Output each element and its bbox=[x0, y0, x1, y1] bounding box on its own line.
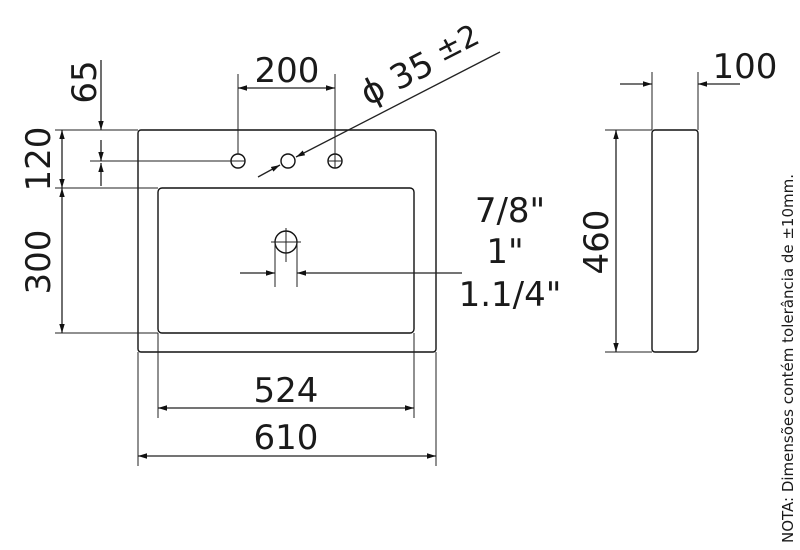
basin-outer-outline bbox=[137, 129, 437, 353]
dim-bottom: 524 610 bbox=[137, 333, 437, 466]
tap-hole-center bbox=[280, 153, 296, 169]
dim-524-label: 524 bbox=[254, 371, 319, 411]
dim-300-label: 300 bbox=[19, 230, 59, 295]
dim-100-label: 100 bbox=[713, 47, 778, 87]
dim-120-label: 120 bbox=[19, 127, 59, 192]
basin-side-view: 100 460 bbox=[577, 47, 778, 353]
drain-size-b: 1" bbox=[486, 232, 523, 272]
basin-inner-bowl bbox=[157, 187, 415, 334]
dim-hole-diameter: ϕ 35 ±2 bbox=[257, 18, 501, 178]
dim-left-vertical: 65 120 300 bbox=[19, 60, 231, 334]
dim-tolerance-label: ±2 bbox=[430, 18, 485, 69]
side-view-outline bbox=[651, 129, 699, 353]
drain-size-c: 1.1/4" bbox=[459, 275, 562, 315]
tolerance-note: NOTA: Dimensões contém tolerância de ±10… bbox=[779, 174, 797, 543]
basin-top-view bbox=[137, 129, 437, 353]
dim-610-label: 610 bbox=[254, 418, 319, 458]
dim-200: 200 bbox=[237, 51, 336, 154]
dim-200-label: 200 bbox=[255, 51, 320, 91]
drain-size-a: 7/8" bbox=[475, 191, 545, 231]
dim-hole-label: ϕ 35 bbox=[354, 44, 440, 114]
dim-460-label: 460 bbox=[577, 210, 617, 275]
dim-drain: 7/8" 1" 1.1/4" bbox=[240, 191, 561, 315]
dim-65-label: 65 bbox=[65, 60, 105, 103]
